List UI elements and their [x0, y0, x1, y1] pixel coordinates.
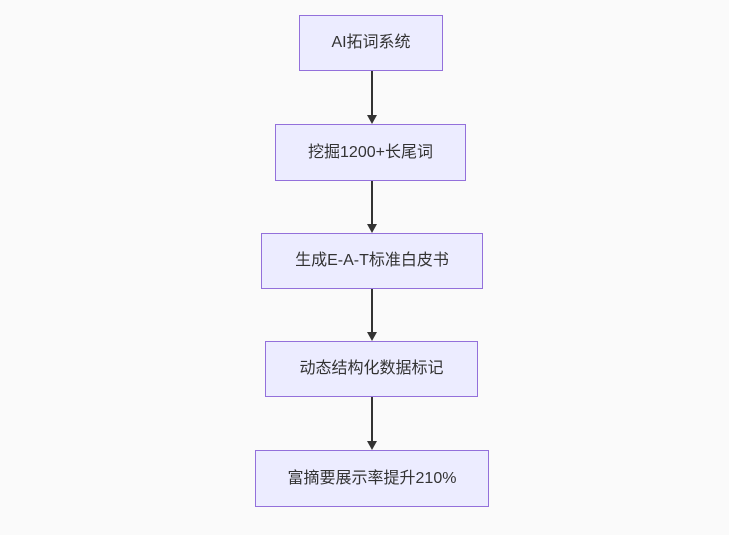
- flow-node-ai-system: AI拓词系统: [299, 15, 443, 71]
- flow-node-longtail-keywords: 挖掘1200+长尾词: [275, 124, 466, 181]
- flow-edge-2: [366, 181, 377, 233]
- arrow-line: [370, 181, 373, 225]
- flow-node-label: 富摘要展示率提升210%: [287, 469, 457, 487]
- arrow-line: [370, 289, 373, 333]
- flow-node-label: 生成E-A-T标准白皮书: [295, 252, 449, 270]
- flow-edge-1: [366, 71, 377, 124]
- arrow-line: [370, 397, 373, 442]
- arrow-down-icon: [366, 441, 377, 450]
- flow-node-structured-data: 动态结构化数据标记: [265, 341, 478, 397]
- flow-node-rich-snippet-result: 富摘要展示率提升210%: [255, 450, 489, 507]
- arrow-line: [370, 71, 373, 116]
- arrow-down-icon: [366, 115, 377, 124]
- arrow-down-icon: [366, 224, 377, 233]
- flow-node-label: 动态结构化数据标记: [299, 360, 444, 378]
- flow-node-label: AI拓词系统: [331, 34, 411, 52]
- arrow-down-icon: [366, 332, 377, 341]
- flow-edge-4: [366, 397, 377, 450]
- flow-node-eat-whitepaper: 生成E-A-T标准白皮书: [261, 233, 483, 289]
- flow-edge-3: [366, 289, 377, 341]
- flow-node-label: 挖掘1200+长尾词: [308, 143, 433, 161]
